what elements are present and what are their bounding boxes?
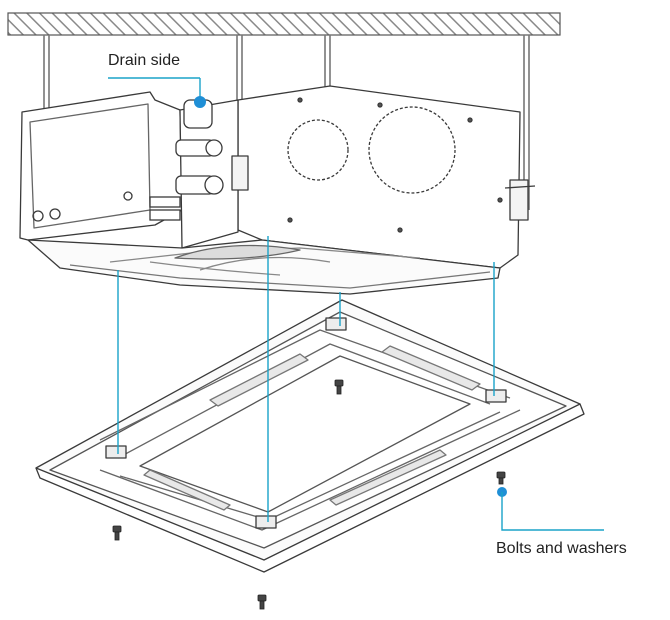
decoration-panel bbox=[35, 299, 585, 573]
bolt-icon bbox=[257, 594, 267, 610]
bolt-icon bbox=[334, 379, 344, 395]
piping-connectors bbox=[149, 99, 224, 221]
indoor-unit bbox=[19, 85, 536, 295]
bolts-and-washers-label: Bolts and washers bbox=[496, 540, 627, 557]
ceiling-slab bbox=[7, 12, 561, 36]
bolt-icon bbox=[496, 471, 506, 485]
drain-outlet-icon bbox=[108, 77, 206, 108]
alignment-lines bbox=[117, 236, 495, 522]
bolt-icon bbox=[112, 525, 122, 541]
bolts-leader bbox=[497, 487, 604, 531]
drain-side-label: Drain side bbox=[108, 52, 181, 69]
